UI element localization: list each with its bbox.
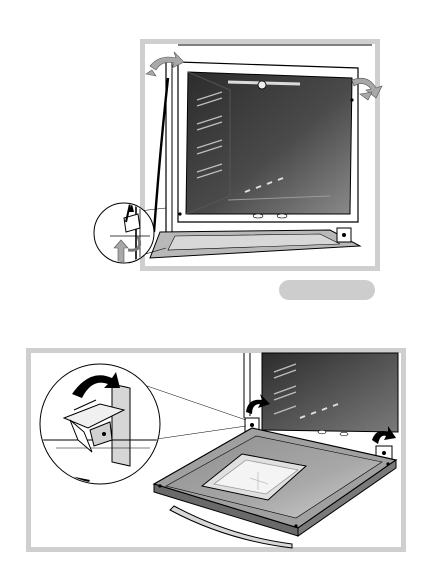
hinge-clip-icon: [123, 213, 141, 233]
bottom-oven-drawing: [152, 352, 399, 549]
hinge-lever-icon: [62, 403, 126, 429]
rotate-arrow-icon: [372, 426, 396, 444]
rack-rails-icon: [196, 91, 223, 179]
oven-lamp-icon: [257, 80, 267, 90]
rotate-arrow-icon: [351, 77, 383, 101]
top-oven-drawing: [149, 44, 372, 259]
door-handle-icon: [169, 505, 293, 549]
lift-arrow-icon: [113, 239, 129, 262]
rotate-arrow-icon: [72, 372, 120, 398]
hinge-detail-magnifier: [93, 202, 167, 264]
rotate-arrow-icon: [145, 51, 185, 77]
step-marker-pill: [279, 280, 375, 300]
rotate-arrow-icon: [246, 394, 270, 414]
